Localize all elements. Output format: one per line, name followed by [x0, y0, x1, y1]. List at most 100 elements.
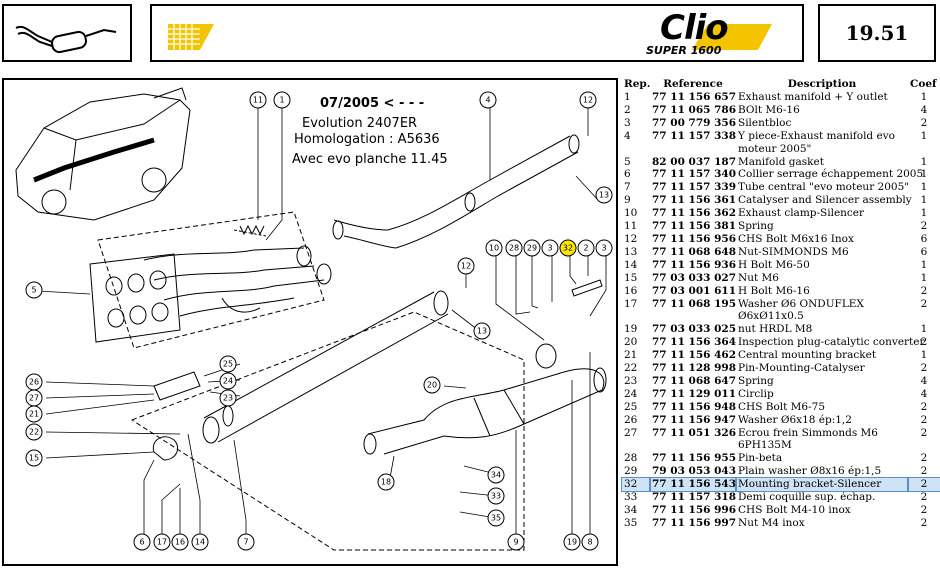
central-bracket — [153, 371, 201, 401]
note-evolution: Evolution 2407ER — [302, 116, 418, 131]
callout-32-highlighted[interactable]: 32 — [559, 239, 577, 257]
cell-rep: 27 — [624, 426, 638, 439]
brand-sub: SUPER 1600 — [646, 44, 722, 57]
cell-coef: 2 — [920, 465, 928, 478]
cell-description: H Bolt M6-16 — [738, 284, 810, 297]
cell-coef: 4 — [920, 103, 928, 116]
cell-reference: 77 11 157 318 — [652, 491, 737, 504]
cell-rep: 19 — [624, 323, 638, 336]
cell-rep: 14 — [624, 258, 638, 271]
callout-2[interactable]: 2 — [577, 239, 595, 257]
callout-3b[interactable]: 3 — [595, 239, 613, 257]
callout-13b[interactable]: 13 — [473, 322, 491, 340]
callout-34[interactable]: 34 — [487, 466, 505, 484]
cell-rep — [622, 310, 650, 323]
cell-description: Washer Ø6x18 ép:1,2 — [738, 413, 852, 426]
callout-29[interactable]: 29 — [523, 239, 541, 257]
callout-8[interactable]: 8 — [581, 533, 599, 551]
svg-text:29: 29 — [527, 244, 537, 253]
cell-rep: 22 — [624, 362, 638, 375]
callout-14[interactable]: 14 — [191, 533, 209, 551]
callout-4[interactable]: 4 — [479, 91, 497, 109]
callout-15[interactable]: 15 — [25, 449, 43, 467]
table-row[interactable]: moteur 2005" — [622, 143, 940, 156]
callout-12b[interactable]: 12 — [457, 257, 475, 275]
callout-19[interactable]: 19 — [563, 533, 581, 551]
cell-rep: 25 — [624, 400, 638, 413]
cell-coef: 2 — [920, 516, 928, 529]
cell-reference: 77 11 157 338 — [652, 129, 737, 142]
callout-10[interactable]: 10 — [485, 239, 503, 257]
callout-27[interactable]: 27 — [25, 389, 43, 407]
callout-5[interactable]: 5 — [25, 281, 43, 299]
callout-11[interactable]: 11 — [249, 91, 267, 109]
callout-7[interactable]: 7 — [237, 533, 255, 551]
callout-28[interactable]: 28 — [505, 239, 523, 257]
cell-rep: 34 — [624, 504, 638, 516]
callout-33[interactable]: 33 — [487, 487, 505, 505]
callout-18[interactable]: 18 — [377, 473, 395, 491]
callout-1[interactable]: 1 — [273, 91, 291, 109]
svg-text:12: 12 — [583, 96, 593, 105]
callout-13[interactable]: 13 — [595, 186, 613, 204]
cell-reference — [650, 143, 736, 156]
callout-9[interactable]: 9 — [507, 533, 525, 551]
cell-rep: 35 — [624, 516, 638, 529]
cell-coef: 1 — [920, 349, 928, 362]
callout-17[interactable]: 17 — [153, 533, 171, 551]
callout-6[interactable]: 6 — [133, 533, 151, 551]
callout-23[interactable]: 23 — [219, 389, 237, 407]
callout-26[interactable]: 26 — [25, 373, 43, 391]
callout-25[interactable]: 25 — [219, 355, 237, 373]
callout-12[interactable]: 12 — [579, 91, 597, 109]
table-row[interactable]: Ø6xØ11x0.5 — [622, 310, 940, 323]
svg-text:3: 3 — [547, 244, 552, 253]
callout-3[interactable]: 3 — [541, 239, 559, 257]
callout-20[interactable]: 20 — [423, 376, 441, 394]
callout-22[interactable]: 22 — [25, 423, 43, 441]
cell-description: Catalyser and Silencer assembly — [738, 194, 912, 207]
callout-24[interactable]: 24 — [219, 372, 237, 390]
cell-rep: 7 — [624, 181, 631, 194]
callout-21[interactable]: 21 — [25, 405, 43, 423]
callout-35[interactable]: 35 — [487, 509, 505, 527]
cell-reference — [650, 439, 736, 452]
svg-text:11: 11 — [253, 96, 263, 105]
svg-text:33: 33 — [491, 492, 501, 501]
table-row[interactable]: 6PH135M — [622, 439, 940, 452]
callout-16[interactable]: 16 — [171, 533, 189, 551]
cell-description: Nut-SIMMONDS M6 — [738, 245, 849, 258]
